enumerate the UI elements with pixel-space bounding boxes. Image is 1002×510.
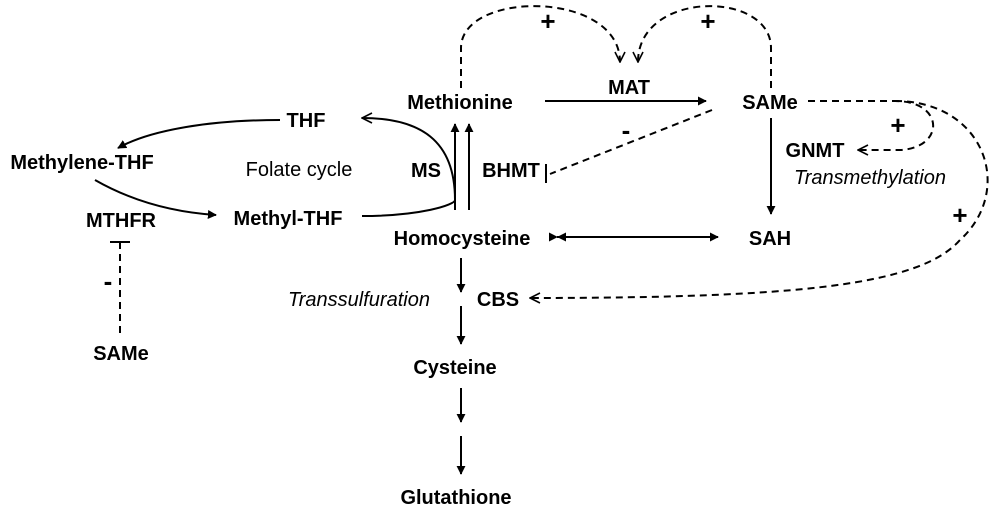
transmethylation-label: Transmethylation bbox=[794, 167, 946, 189]
ms-label: MS bbox=[411, 160, 441, 182]
methionine-activates-mat-arc bbox=[460, 5, 620, 88]
same-activates-cbs-arc bbox=[530, 100, 989, 298]
same-top-label: SAMe bbox=[742, 92, 798, 114]
glutathione-label: Glutathione bbox=[400, 487, 511, 509]
methyl-thf-label: Methyl-THF bbox=[234, 208, 343, 230]
mat-label: MAT bbox=[608, 77, 650, 99]
methionine-to-thf-arrow bbox=[362, 118, 456, 201]
plus-sign-mat-left: + bbox=[540, 6, 555, 36]
methylene-thf-to-methyl-thf-arrow bbox=[94, 179, 217, 219]
thf-label: THF bbox=[287, 110, 326, 132]
cbs-label: CBS bbox=[477, 289, 519, 311]
bhmt-label: BHMT bbox=[482, 160, 540, 182]
homocysteine-label: Homocysteine bbox=[394, 228, 531, 250]
same-inhibits-bhmt-line bbox=[549, 109, 713, 175]
methylene-thf-label: Methylene-THF bbox=[10, 152, 153, 174]
gnmt-label: GNMT bbox=[786, 140, 845, 162]
sah-label: SAH bbox=[749, 228, 791, 250]
same-bottom-label: SAMe bbox=[93, 343, 149, 365]
plus-sign-cbs: + bbox=[952, 200, 967, 230]
folate-cycle-label: Folate cycle bbox=[246, 159, 353, 181]
minus-sign-bhmt: - bbox=[622, 115, 631, 145]
same-activates-mat-arc bbox=[638, 5, 772, 88]
methionine-label: Methionine bbox=[407, 92, 513, 114]
same-activates-gnmt-arc bbox=[808, 100, 935, 150]
plus-sign-gnmt: + bbox=[890, 110, 905, 140]
methyl-thf-to-homocysteine-arc bbox=[361, 199, 456, 217]
minus-sign-mthfr: - bbox=[104, 266, 113, 296]
transsulfuration-label: Transsulfuration bbox=[288, 289, 430, 311]
mthfr-label: MTHFR bbox=[86, 210, 157, 232]
plus-sign-mat-right: + bbox=[700, 6, 715, 36]
cysteine-label: Cysteine bbox=[413, 357, 496, 379]
thf-to-methylene-thf-arrow bbox=[117, 119, 281, 149]
homocysteine-sah-left-head bbox=[557, 232, 566, 242]
